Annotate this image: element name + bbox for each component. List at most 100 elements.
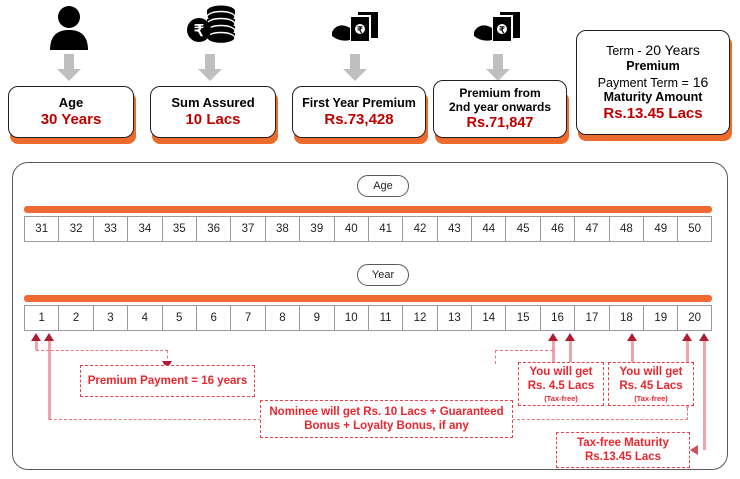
- age-cell-39[interactable]: 39: [299, 216, 334, 242]
- cash-in-hand-icon: ₹: [330, 6, 386, 50]
- connector-line: [47, 340, 51, 420]
- age-cell-47[interactable]: 47: [574, 216, 609, 242]
- callout-note: (Tax-free): [544, 393, 578, 403]
- connector-line: [568, 340, 572, 362]
- age-cell-33[interactable]: 33: [92, 216, 128, 242]
- year-pill-label: Year: [357, 264, 409, 286]
- callout-line: You will get: [619, 365, 683, 378]
- callout-line: Premium Payment = 16 years: [87, 374, 248, 387]
- year-cell-12[interactable]: 12: [402, 305, 437, 331]
- age-pill-label: Age: [357, 175, 409, 197]
- down-arrow-icon: [55, 54, 83, 82]
- down-arrow-icon: [341, 54, 369, 82]
- year-cell-4[interactable]: 4: [127, 305, 162, 331]
- callout-line: You will get: [529, 365, 593, 378]
- year-cell-19[interactable]: 19: [643, 305, 678, 331]
- year-cell-17[interactable]: 17: [574, 305, 609, 331]
- card-line: Rs.71,847: [466, 114, 534, 131]
- card-line: Age: [58, 95, 84, 111]
- year-cell-10[interactable]: 10: [333, 305, 368, 331]
- connector-dashed: [495, 350, 496, 364]
- age-cell-50[interactable]: 50: [677, 216, 712, 242]
- callout-line: Bonus + Loyalty Bonus, if any: [304, 420, 469, 432]
- year-cell-9[interactable]: 9: [299, 305, 334, 331]
- year-cell-1[interactable]: 1: [24, 305, 59, 331]
- card-line: Rs.73,428: [324, 110, 394, 128]
- age-cell-36[interactable]: 36: [195, 216, 231, 242]
- card-line: Maturity Amount: [603, 90, 703, 105]
- connector-dashed: [167, 350, 168, 364]
- card-line: 30 Years: [40, 110, 102, 128]
- age-orange-bar: [24, 206, 712, 213]
- age-cell-42[interactable]: 42: [402, 216, 437, 242]
- year-cell-7[interactable]: 7: [230, 305, 265, 331]
- year-cell-5[interactable]: 5: [161, 305, 196, 331]
- year-cell-15[interactable]: 15: [505, 305, 540, 331]
- card-line-term: Term - 20 Years: [606, 42, 700, 59]
- year-orange-bar: [24, 295, 712, 302]
- age-cell-38[interactable]: 38: [264, 216, 300, 242]
- callout-nominee: Nominee will get Rs. 10 Lacs + Guarantee…: [260, 400, 513, 438]
- callout-note: (Tax-free): [634, 393, 668, 403]
- connector-line: [630, 340, 634, 362]
- card-line: 2nd year onwards: [448, 100, 552, 115]
- info-card-age: Age 30 Years: [8, 86, 134, 138]
- cash-in-hand-icon: ₹: [472, 6, 528, 50]
- age-cell-34[interactable]: 34: [127, 216, 162, 242]
- callout-maturity: Tax-free Maturity Rs.13.45 Lacs: [556, 432, 690, 468]
- year-cell-6[interactable]: 6: [195, 305, 231, 331]
- arrow-up-icon: [31, 333, 41, 341]
- callout-line: Nominee will get Rs. 10 Lacs + Guarantee…: [269, 405, 504, 418]
- arrow-up-icon: [682, 333, 692, 341]
- age-cell-41[interactable]: 41: [367, 216, 403, 242]
- year-cell-20[interactable]: 20: [677, 305, 712, 331]
- age-cell-40[interactable]: 40: [333, 216, 368, 242]
- info-card-first-year-premium: First Year Premium Rs.73,428: [292, 86, 426, 138]
- callout-line: Tax-free Maturity: [577, 436, 669, 449]
- age-cell-35[interactable]: 35: [161, 216, 196, 242]
- year-cell-16[interactable]: 16: [539, 305, 575, 331]
- year-cell-8[interactable]: 8: [264, 305, 300, 331]
- age-cell-48[interactable]: 48: [608, 216, 644, 242]
- callout-line: Rs.13.45 Lacs: [584, 451, 662, 463]
- connector-line: [551, 340, 555, 362]
- card-line-label: Term -: [606, 44, 642, 59]
- rupee-coins-icon: ₹: [185, 4, 241, 50]
- age-cell-46[interactable]: 46: [539, 216, 575, 242]
- callout-premium-payment: Premium Payment = 16 years: [80, 365, 255, 397]
- info-card-premium-onwards: Premium from 2nd year onwards Rs.71,847: [433, 80, 567, 138]
- card-line: Premium from: [459, 86, 541, 101]
- year-cell-2[interactable]: 2: [58, 305, 93, 331]
- year-pill-text: Year: [371, 269, 395, 281]
- year-cell-3[interactable]: 3: [92, 305, 128, 331]
- age-cell-37[interactable]: 37: [230, 216, 265, 242]
- down-arrow-icon: [196, 54, 224, 82]
- card-line-payment-term: Payment Term = 16: [598, 74, 709, 91]
- age-cell-44[interactable]: 44: [471, 216, 506, 242]
- year-cell-11[interactable]: 11: [367, 305, 403, 331]
- person-icon: [44, 4, 94, 50]
- card-line-label: Payment Term =: [597, 75, 689, 90]
- age-cell-45[interactable]: 45: [505, 216, 540, 242]
- connector-dashed: [512, 419, 688, 420]
- callout-line: Rs. 45 Lacs: [619, 380, 683, 393]
- callout-line: Rs. 4.5 Lacs: [527, 380, 595, 393]
- arrow-up-icon: [565, 333, 575, 341]
- year-cell-14[interactable]: 14: [471, 305, 506, 331]
- connector-dashed: [687, 408, 688, 420]
- connector-line: [34, 340, 38, 350]
- card-line: Rs.13.45 Lacs: [603, 105, 703, 123]
- connector-line: [702, 340, 706, 450]
- age-cell-43[interactable]: 43: [436, 216, 472, 242]
- callout-payout-year-16: You will get Rs. 4.5 Lacs (Tax-free): [518, 362, 604, 406]
- connector-dashed: [495, 350, 553, 351]
- connector-dashed: [36, 350, 168, 351]
- info-card-term-summary: Term - 20 Years Premium Payment Term = 1…: [576, 30, 730, 135]
- age-cell-31[interactable]: 31: [24, 216, 59, 242]
- down-arrow-icon: [484, 54, 512, 82]
- age-cell-49[interactable]: 49: [643, 216, 678, 242]
- year-cell-13[interactable]: 13: [436, 305, 472, 331]
- age-cell-32[interactable]: 32: [58, 216, 93, 242]
- year-cell-18[interactable]: 18: [608, 305, 644, 331]
